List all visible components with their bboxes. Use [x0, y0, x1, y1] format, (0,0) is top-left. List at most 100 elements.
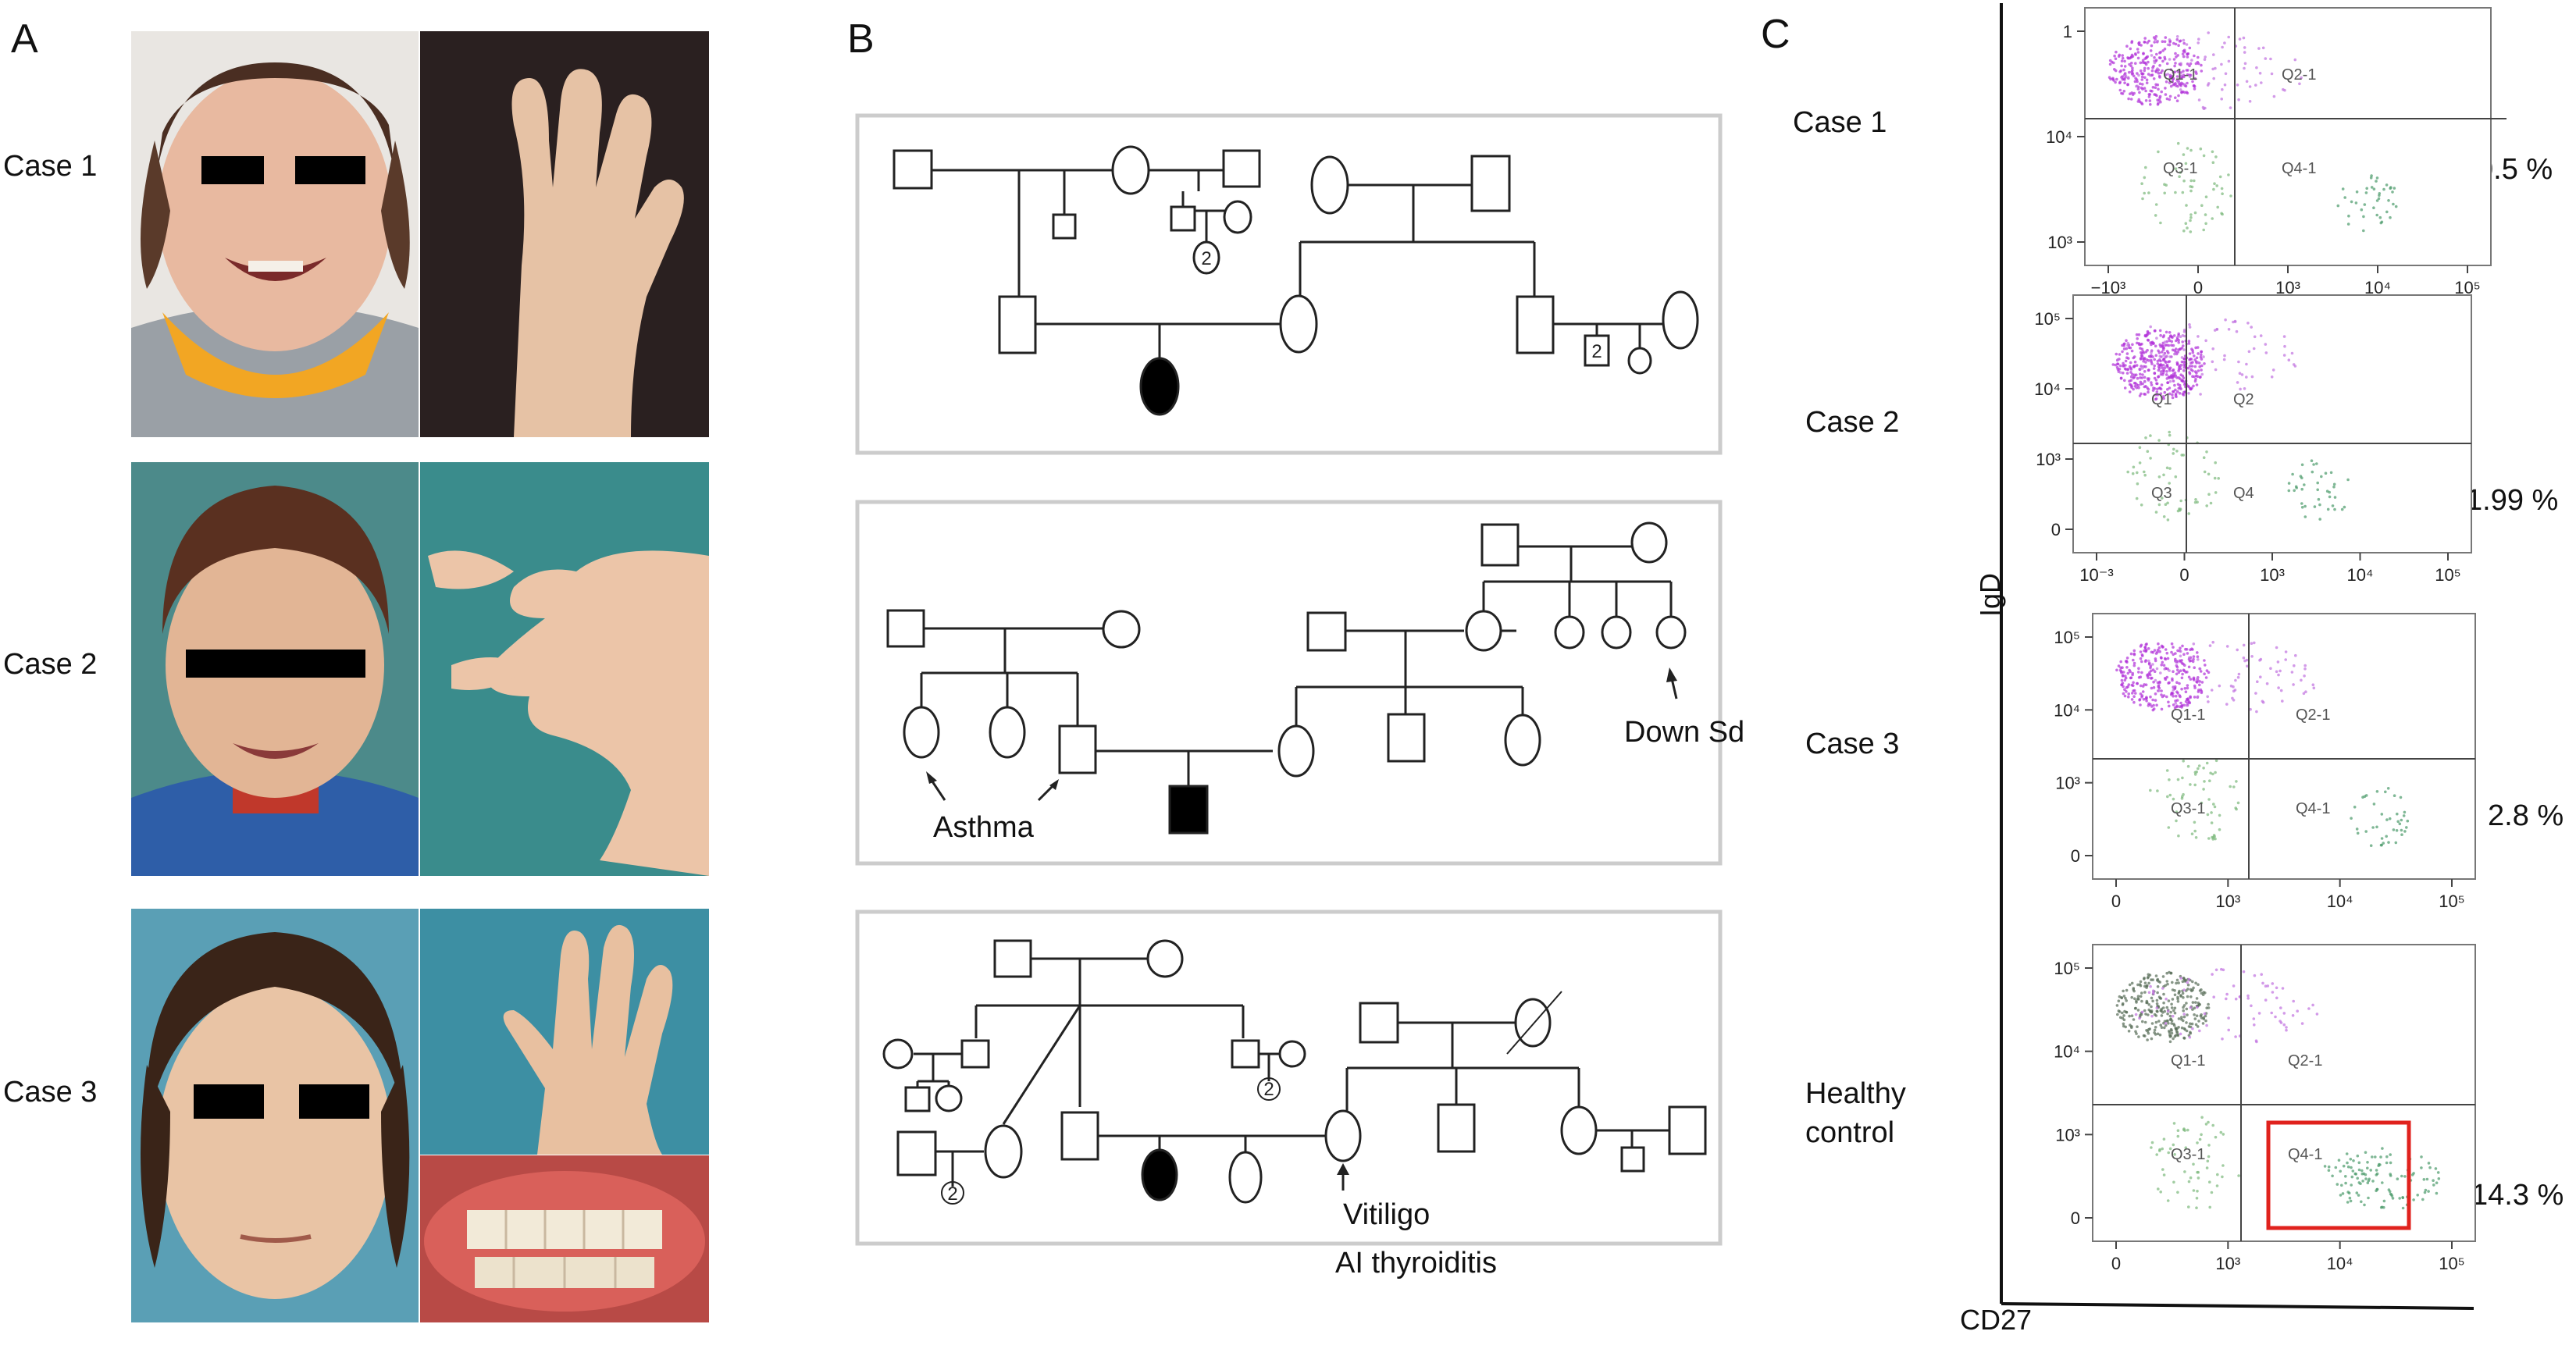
flow-dot [2179, 364, 2183, 367]
flow-dot [2180, 356, 2184, 359]
flow-dot [2203, 362, 2206, 365]
flow-dot [2179, 669, 2182, 672]
flow-dot [2147, 1031, 2150, 1035]
p1-uncle-a [1052, 213, 1077, 240]
flow-dot [2171, 396, 2175, 400]
flow-dot [2242, 970, 2246, 973]
flow-dot [2237, 98, 2240, 101]
flow-dot [2174, 701, 2178, 705]
p1-grandmother-left [1111, 145, 1150, 195]
flow-dot [2151, 978, 2154, 981]
flow-dot [2264, 343, 2268, 346]
flow-dot [2214, 968, 2218, 972]
flow-dot [2275, 996, 2278, 1000]
flow-dot [2173, 352, 2177, 355]
flow-dot [2161, 49, 2164, 52]
flow-dot [2175, 978, 2179, 982]
flow-dot [2135, 84, 2138, 88]
flow-dot [2157, 1020, 2161, 1023]
flow-dot [2155, 336, 2158, 340]
flow-dot [2117, 55, 2121, 58]
flow-dot [2149, 434, 2152, 437]
p3-count-a: 2 [1263, 1079, 1274, 1100]
flow-dot [2195, 1197, 2199, 1200]
flow-dot [2204, 664, 2207, 667]
flow-dot [2340, 507, 2344, 511]
flow-dot [2193, 686, 2197, 689]
quadrant-label: Q3-1 [2163, 160, 2197, 177]
flow-dot [2182, 55, 2186, 59]
flow-dot [2282, 1012, 2286, 1015]
flow-dot [2182, 653, 2186, 656]
flow-dot [2213, 805, 2217, 809]
flow-dot [2123, 367, 2127, 371]
flow-dot [2153, 1013, 2157, 1016]
flow-dot [2191, 1001, 2195, 1004]
flow-dot [2194, 836, 2198, 839]
flow-dot [2357, 1181, 2361, 1184]
flow-dot [2143, 66, 2147, 70]
flow-dot [2121, 674, 2125, 678]
flow-dot [2388, 817, 2392, 820]
flow-dot [2214, 155, 2218, 158]
flow-dot [2143, 1020, 2147, 1024]
flow-dot [2165, 769, 2169, 772]
flow-dot [2245, 658, 2249, 662]
flow-dot [2116, 368, 2120, 372]
flow-dot [2205, 1006, 2208, 1009]
flow-dot [2189, 148, 2193, 152]
flow-dot [2192, 384, 2195, 388]
flow-dot [2346, 1165, 2350, 1169]
flow-dot [2168, 73, 2172, 77]
flow-dot [2193, 773, 2197, 776]
y-tick-label: 10⁴ [2046, 127, 2072, 147]
p3-relative-square-c [1231, 1039, 1260, 1069]
flow-dot [2162, 992, 2165, 996]
flow-dot [2120, 59, 2124, 62]
flow-dot [2311, 1003, 2314, 1007]
flow-dot [2159, 221, 2162, 225]
flow-dot [2173, 371, 2177, 375]
flow-dot [2256, 680, 2259, 683]
flow-dot [2154, 397, 2157, 401]
flow-dot [2344, 1175, 2347, 1178]
flow-dot [2193, 354, 2196, 358]
flow-dot [2279, 689, 2283, 692]
flow-dot [2174, 167, 2178, 170]
flow-dot [2196, 1170, 2199, 1174]
flow-dot [2130, 386, 2133, 390]
flow-dot [2150, 69, 2154, 73]
flow-dot [2180, 454, 2183, 457]
flow-dot [2175, 665, 2179, 669]
flow-dot [2362, 215, 2365, 219]
flow-dot [2182, 977, 2186, 980]
flow-dot [2300, 678, 2303, 682]
flow-dot [2137, 333, 2141, 336]
flow-dot [2350, 1183, 2353, 1187]
flow-dot [2153, 358, 2156, 361]
flow-dot [2187, 656, 2191, 660]
flow-dot [2140, 653, 2144, 657]
flow-dot [2134, 77, 2137, 80]
flow-dot [2136, 100, 2140, 103]
flow-dot [2364, 1177, 2368, 1180]
flow-dot [2186, 697, 2189, 700]
flow-dot [2154, 652, 2158, 655]
flow-label-case2: Case 2 [1805, 406, 1900, 439]
flow-dot [2150, 343, 2153, 347]
x-tick-label: 10³ [2260, 565, 2285, 585]
flow-dot [2188, 46, 2192, 50]
flow-dot [2123, 688, 2126, 691]
flow-dot [2153, 61, 2157, 65]
flow-dot [2143, 41, 2147, 44]
flow-dot [2162, 1137, 2166, 1141]
flow-dot [2147, 662, 2151, 666]
flow-dot [2336, 1183, 2339, 1186]
y-tick-label: 0 [2051, 520, 2061, 539]
flow-dot [2398, 822, 2402, 826]
flow-dot [2141, 83, 2144, 86]
flow-dot [2391, 190, 2394, 194]
flow-dot [2174, 694, 2178, 698]
flow-dot [2136, 87, 2140, 91]
flow-dot [2196, 651, 2199, 654]
